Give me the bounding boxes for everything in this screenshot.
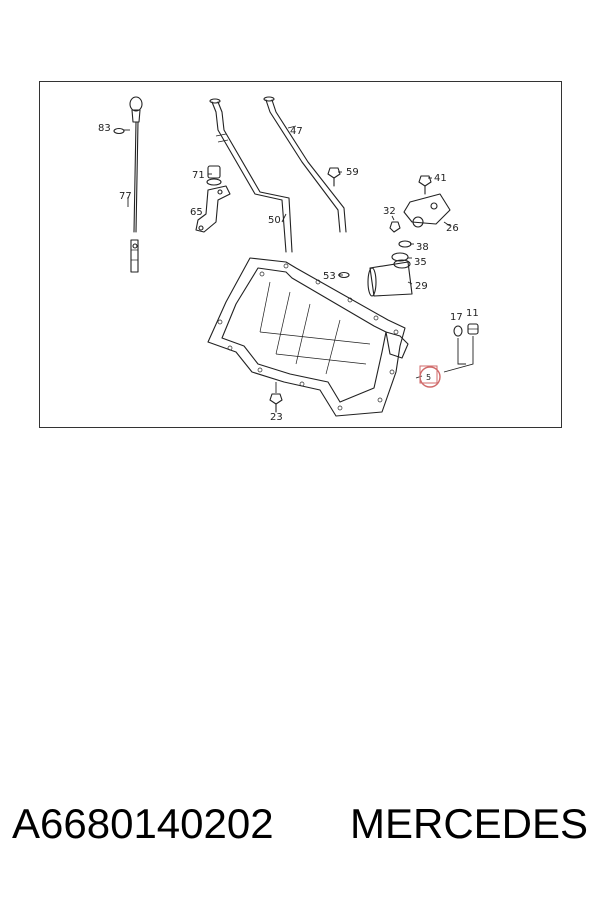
callout-77: 77 [119, 191, 132, 202]
parts-diagram-frame: 83 77 47 71 65 50 59 41 32 26 38 35 53 2… [39, 81, 562, 428]
callout-11: 11 [466, 308, 479, 319]
bracket-part [195, 185, 231, 233]
seal-ring-part [453, 325, 463, 337]
callout-47: 47 [290, 126, 303, 137]
callout-26: 26 [446, 223, 459, 234]
callout-83: 83 [98, 123, 111, 134]
cap-part [206, 165, 222, 186]
callout-5: 5 [426, 373, 431, 382]
o-ring-part [113, 127, 125, 135]
callout-53: 53 [323, 271, 336, 282]
flange-part [403, 193, 451, 228]
callout-17: 17 [450, 312, 463, 323]
guide-tube-part [263, 96, 347, 233]
part-number-label: A6680140202 [12, 800, 274, 847]
pipe-part [367, 259, 413, 297]
drain-plug-part [467, 323, 479, 335]
callout-23: 23 [270, 412, 283, 423]
callout-50: 50 [268, 215, 281, 226]
callout-35: 35 [414, 257, 427, 268]
callout-38: 38 [416, 242, 429, 253]
bolt-part [418, 175, 432, 195]
callout-59: 59 [346, 167, 359, 178]
callout-29: 29 [415, 281, 428, 292]
screw-part [269, 393, 283, 413]
screw-part [389, 221, 401, 233]
oil-pan-part [207, 257, 409, 417]
callout-71: 71 [192, 170, 205, 181]
dipstick-part [129, 96, 143, 273]
callout-32: 32 [383, 206, 396, 217]
oil-pan-exploded-diagram: 83 77 47 71 65 50 59 41 32 26 38 35 53 2… [98, 96, 479, 423]
callout-65: 65 [190, 207, 203, 218]
callout-41: 41 [434, 173, 447, 184]
brand-label: MERCEDES [350, 800, 589, 847]
guide-tube-part [209, 98, 293, 253]
bolt-part [327, 167, 341, 187]
